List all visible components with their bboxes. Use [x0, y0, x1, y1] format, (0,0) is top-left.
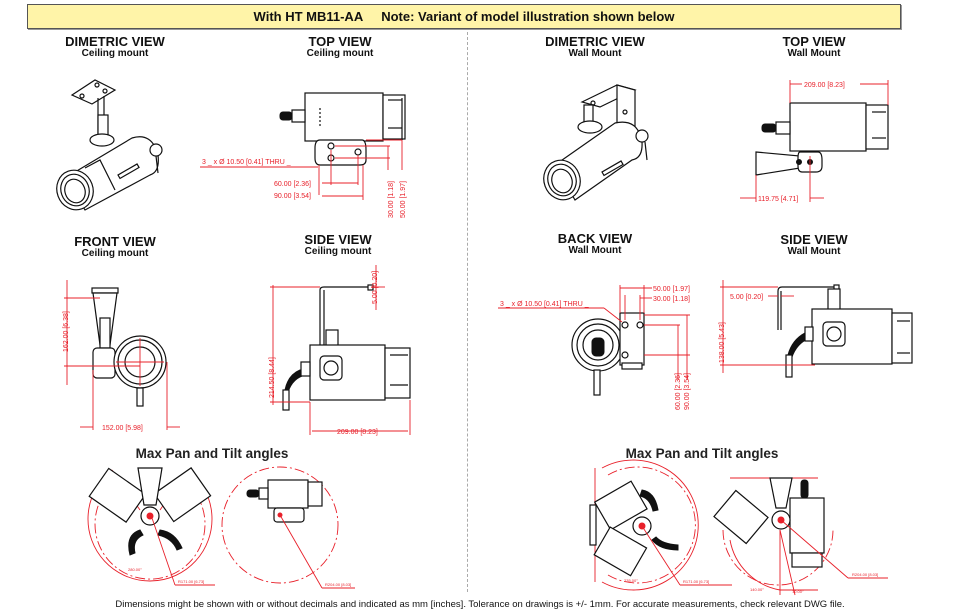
view-title: SIDE VIEW [304, 232, 372, 247]
view-subtitle: Wall Mount [787, 246, 841, 257]
pan-angle-label: 235.00° [624, 578, 638, 583]
mount-bracket-icon [777, 284, 841, 330]
wall-back-title: BACK VIEW Wall Mount [505, 232, 685, 256]
pan-angle-label: 280.00° [128, 567, 142, 572]
camera-body-icon [785, 308, 913, 378]
ceiling-side-title: SIDE VIEW Ceiling mount [248, 233, 428, 257]
mount-bracket-icon [91, 287, 119, 379]
dim-90: 90.00 [3.54] [684, 373, 691, 410]
dim-50: 50.00 [1.97] [653, 286, 690, 293]
tilt-radius-label: R204.00 [8.03] [325, 582, 351, 587]
mount-bracket-icon [619, 312, 645, 370]
wall-top-drawing: 209.00 [8.23] 119.75 [4.71] [740, 80, 889, 203]
wall-back-drawing: 3 _ x Ø 10.50 [0.41] THRU _ 50.00 [1.97]… [498, 285, 691, 410]
tilt-angle-b-label: 10.00° [792, 589, 804, 594]
dim-height: 138.00 [5.43] [719, 322, 726, 363]
tilt-arc [221, 466, 339, 584]
camera-body-icon [761, 102, 889, 152]
banner-note: Note: Variant of model illustration show… [381, 9, 675, 24]
ceiling-pan-tilt-drawing: 280.00° R171.00 [6.73] R204.00 [8.03] [87, 466, 355, 589]
view-subtitle: Wall Mount [568, 48, 622, 59]
ceiling-front-title: FRONT VIEW Ceiling mount [25, 235, 205, 259]
section-divider [467, 32, 468, 592]
camera-lens-icon [56, 169, 94, 211]
view-subtitle: Wall Mount [568, 245, 622, 256]
wall-dimetric-title: DIMETRIC VIEW Wall Mount [505, 35, 685, 59]
wall-side-title: SIDE VIEW Wall Mount [724, 233, 904, 257]
view-subtitle: Wall Mount [787, 48, 841, 59]
view-title: FRONT VIEW [74, 234, 156, 249]
banner-model: With HT MB11-AA [253, 9, 364, 24]
ceiling-pan-tilt-title: Max Pan and Tilt angles [135, 446, 289, 461]
view-title: TOP VIEW [782, 34, 846, 49]
view-title: DIMETRIC VIEW [65, 34, 165, 49]
pan-radius-label: R171.00 [6.73] [178, 579, 204, 584]
ceiling-front-drawing: 162.00 [6.38] 152.00 [5.98] [63, 280, 180, 432]
footer-note: Dimensions might be shown with or withou… [115, 599, 845, 610]
camera-back-icon [571, 318, 625, 396]
tilt-arc [722, 477, 834, 596]
dim-30: 30.00 [1.18] [653, 296, 690, 303]
dim-hole-callout: 3 _ x Ø 10.50 [0.41] THRU _ [202, 159, 291, 166]
ceiling-top-title: TOP VIEW Ceiling mount [250, 35, 430, 59]
wall-top-title: TOP VIEW Wall Mount [724, 35, 904, 59]
ceiling-side-drawing: 5.00 [0.20] 214.50 [8.44] 209.00 [8.23] [269, 265, 411, 436]
dimension-lines [200, 139, 403, 200]
dim-length: 209.00 [8.23] [337, 429, 378, 436]
dim-bracket: 119.75 [4.71] [758, 196, 798, 203]
wall-pan-tilt-drawing: 235.00° R171.00 [6.73] 140.00° 10.00° R2… [589, 459, 888, 596]
view-title: SIDE VIEW [780, 232, 848, 247]
dimension-lines [740, 80, 889, 202]
dim-width: 152.00 [5.98] [102, 425, 143, 432]
dim-30: 30.00 [1.18] [388, 181, 395, 218]
camera-lens-icon [543, 159, 581, 201]
view-subtitle: Ceiling mount [306, 48, 374, 59]
view-title: TOP VIEW [308, 34, 372, 49]
camera-body-icon [279, 92, 406, 142]
view-title: BACK VIEW [557, 231, 633, 246]
dimension-lines [720, 280, 815, 373]
dim-height: 214.50 [8.44] [269, 357, 276, 398]
dimension-lines [270, 265, 411, 435]
view-title: DIMETRIC VIEW [545, 34, 645, 49]
dim-offset: 5.00 [0.20] [730, 294, 763, 301]
mount-bracket-icon [580, 84, 637, 137]
dim-offset: 5.00 [0.20] [372, 271, 379, 304]
tilt-angle-a-label: 140.00° [750, 587, 764, 592]
camera-left-icon [88, 467, 212, 556]
header-banner: With HT MB11-AA Note: Variant of model i… [27, 4, 901, 29]
view-subtitle: Ceiling mount [81, 48, 149, 59]
mount-bracket-icon [755, 151, 823, 176]
wall-side-drawing: 5.00 [0.20] 138.00 [5.43] [719, 280, 913, 378]
camera-body-icon [282, 344, 411, 411]
view-subtitle: Ceiling mount [81, 248, 149, 259]
dim-60: 60.00 [2.36] [675, 373, 682, 410]
dimension-lines [498, 285, 690, 380]
ceiling-top-drawing: 3 _ x Ø 10.50 [0.41] THRU _ 60.00 [2.36]… [200, 92, 407, 218]
pan-radius-label: R171.00 [6.73] [683, 579, 709, 584]
ceiling-dimetric-drawing [56, 79, 163, 211]
dimension-lines [64, 280, 180, 430]
camera-wall-icon [589, 480, 679, 577]
camera-tilt-icon [713, 477, 825, 568]
dim-50: 50.00 [1.97] [400, 181, 407, 218]
dim-90: 90.00 [3.54] [274, 193, 311, 200]
dim-hole-callout: 3 _ x Ø 10.50 [0.41] THRU _ [500, 301, 589, 308]
dim-height: 162.00 [6.38] [63, 311, 70, 352]
dim-60: 60.00 [2.36] [274, 181, 311, 188]
tilt-radius-label: R204.00 [8.03] [852, 572, 878, 577]
ceiling-dimetric-title: DIMETRIC VIEW Ceiling mount [25, 35, 205, 59]
wall-dimetric-drawing [543, 84, 649, 201]
view-subtitle: Ceiling mount [304, 246, 372, 257]
wall-pan-tilt-title: Max Pan and Tilt angles [625, 446, 779, 461]
camera-side-icon [246, 479, 323, 523]
dim-length: 209.00 [8.23] [804, 82, 845, 89]
